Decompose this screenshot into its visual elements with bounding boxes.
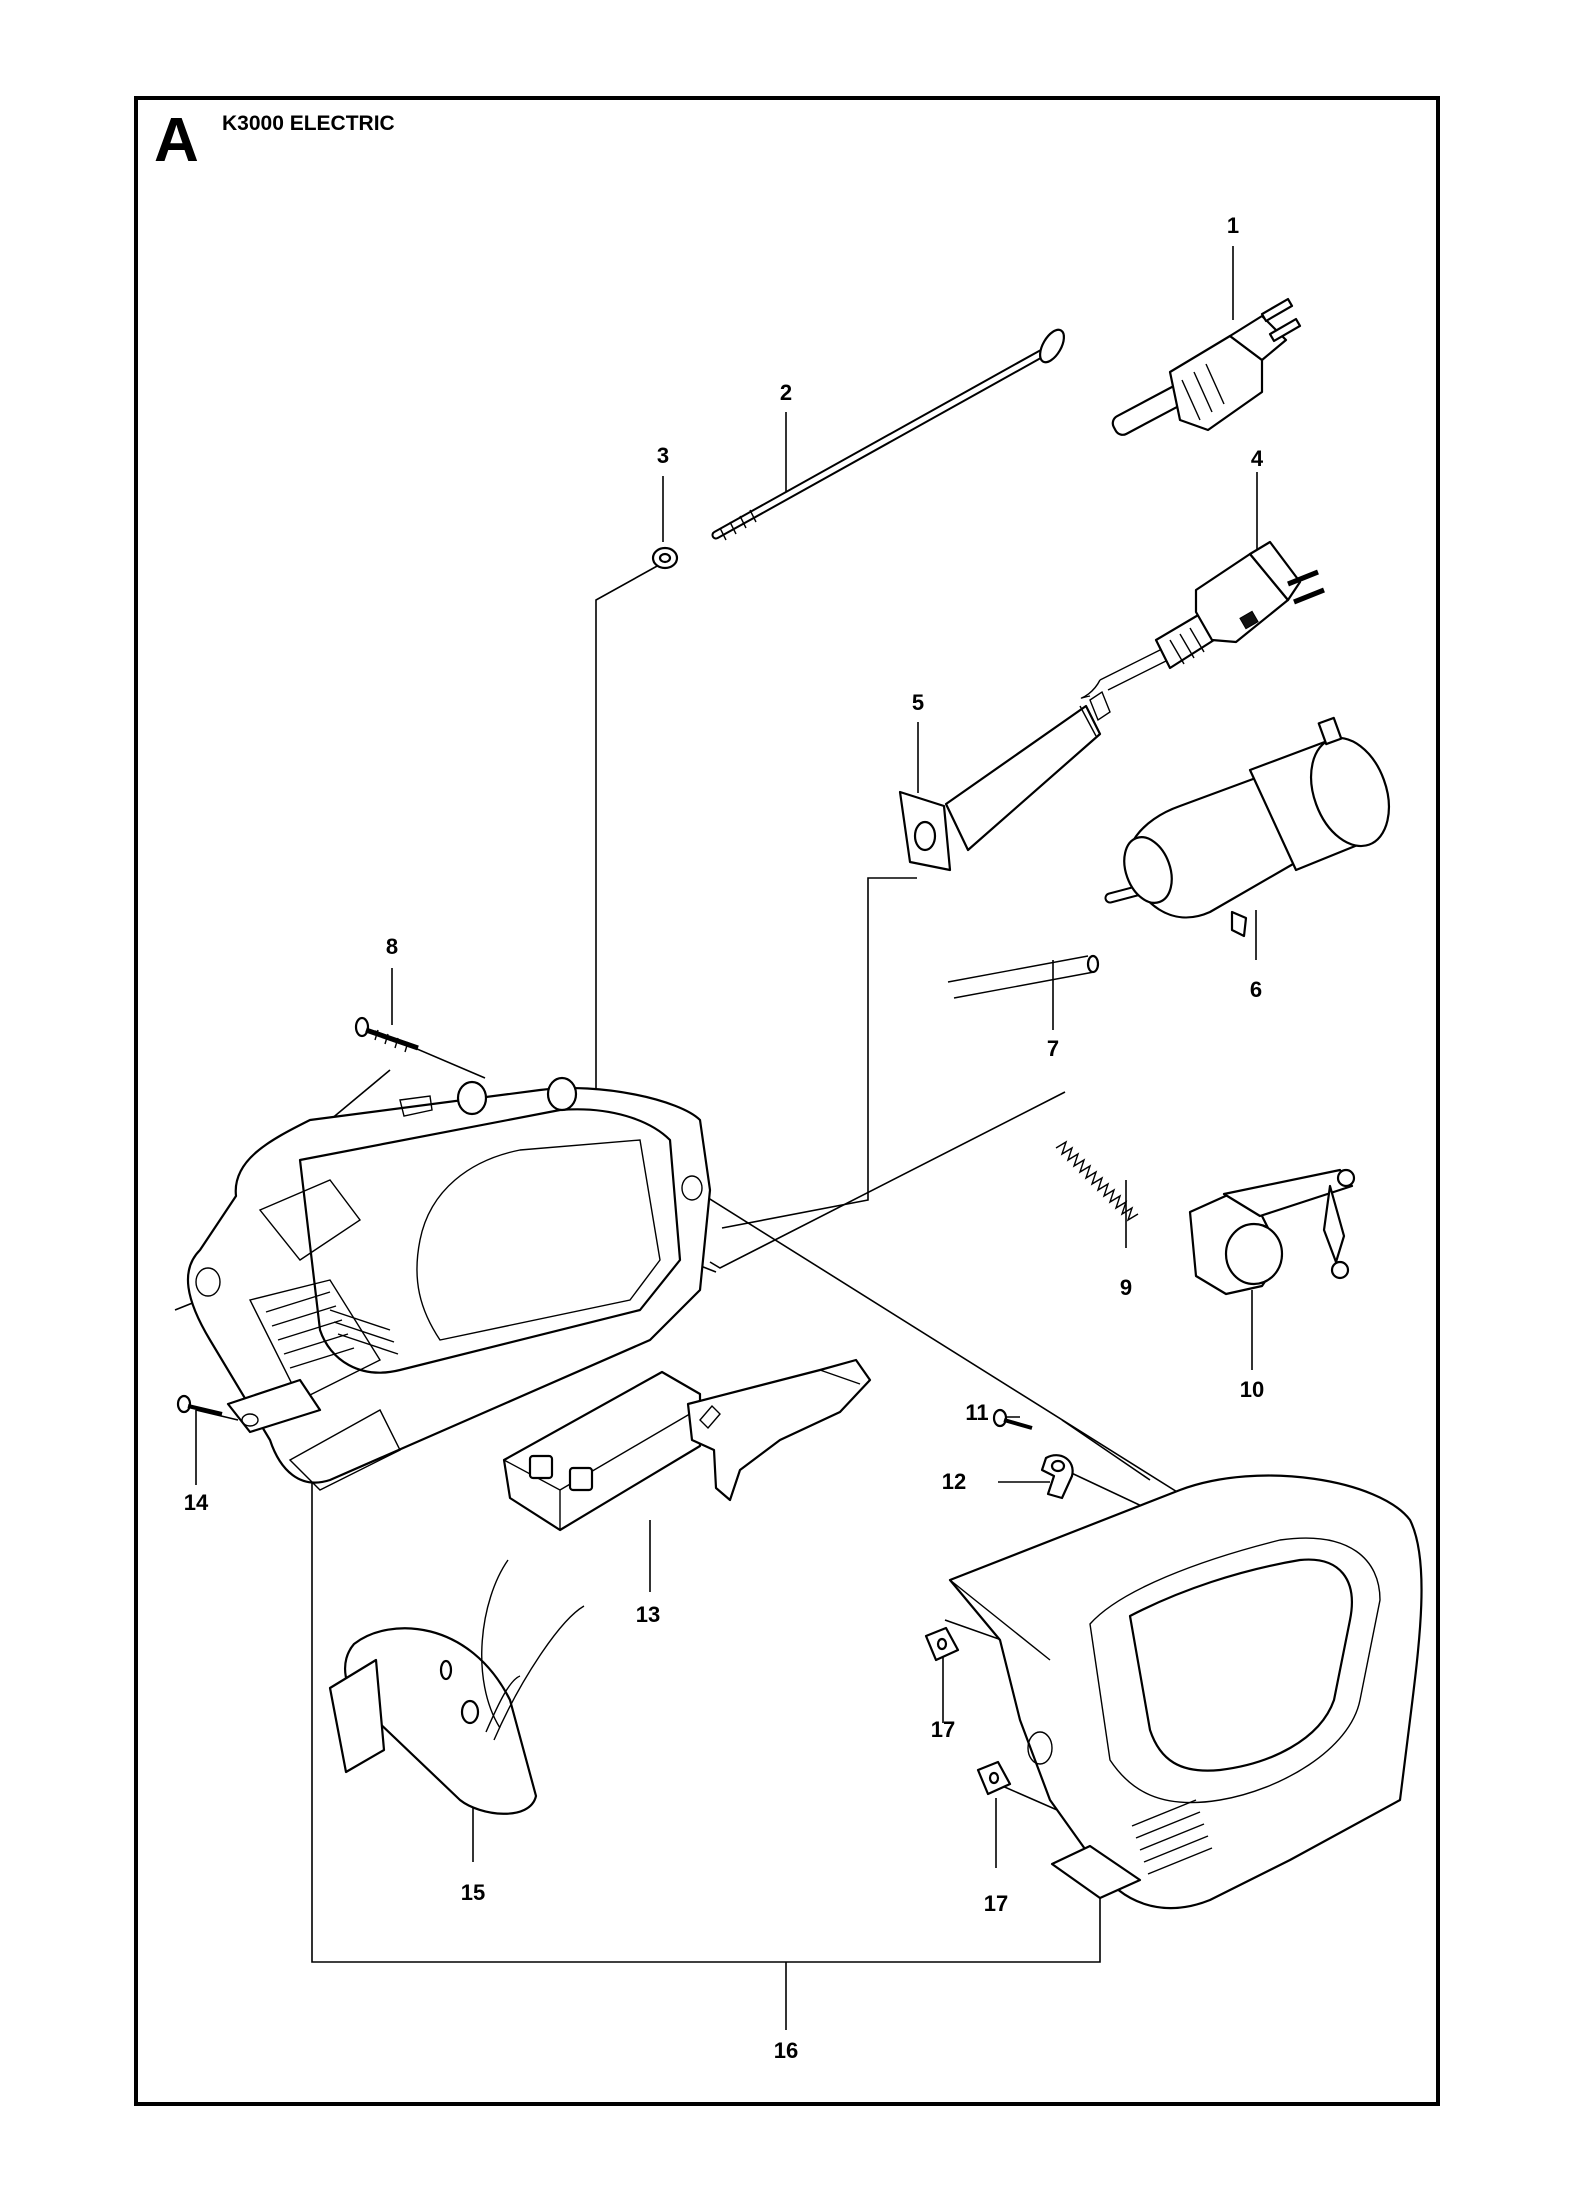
callout-3: 3 — [656, 443, 670, 468]
part-10-trigger-lock — [1188, 1168, 1356, 1296]
part-15-plate — [328, 1559, 585, 1815]
part-12-clamp — [1040, 1454, 1074, 1500]
part-5-cable-grommet — [898, 690, 1111, 872]
part-9-spring — [1055, 1140, 1139, 1222]
callout-5: 5 — [911, 690, 925, 715]
part-3-washer — [651, 546, 679, 570]
callout-9: 9 — [1119, 1275, 1133, 1300]
part-14-screw — [176, 1394, 223, 1416]
callout-1: 1 — [1226, 213, 1240, 238]
part-4-eu-plug — [1081, 540, 1325, 699]
part-2-rod — [711, 328, 1066, 541]
callout-6: 6 — [1249, 977, 1263, 1002]
part-13-switch — [502, 1358, 872, 1532]
callout-8: 8 — [385, 934, 399, 959]
part-1-us-plug — [1111, 297, 1302, 436]
page-title: K3000 ELECTRIC — [222, 112, 395, 135]
part-17-grommet-b — [976, 1760, 1012, 1796]
part-7-cable — [947, 954, 1100, 999]
part-17-grommet-a — [924, 1626, 960, 1662]
callout-10: 10 — [1239, 1377, 1265, 1402]
section-letter: A — [154, 106, 199, 175]
callout-14: 14 — [183, 1490, 209, 1515]
part-11-screw — [992, 1408, 1033, 1430]
housing-right-handle — [948, 1474, 1423, 1910]
callout-12: 12 — [941, 1469, 967, 1494]
callout-16: 16 — [773, 2038, 799, 2063]
callout-11: 11 — [965, 1400, 989, 1425]
callout-13: 13 — [635, 1602, 661, 1627]
callout-4: 4 — [1250, 446, 1264, 471]
callout-7: 7 — [1046, 1036, 1060, 1061]
diagram-frame — [134, 96, 1440, 2106]
part-6-connector — [1104, 716, 1390, 938]
part-8-screw — [354, 1016, 419, 1053]
handle-vents — [1131, 1799, 1213, 1875]
callout-17-lower: 17 — [983, 1891, 1009, 1916]
callout-17-upper: 17 — [930, 1717, 956, 1742]
housing-left — [186, 1076, 712, 1491]
callout-2: 2 — [779, 380, 793, 405]
callout-15: 15 — [460, 1880, 486, 1905]
